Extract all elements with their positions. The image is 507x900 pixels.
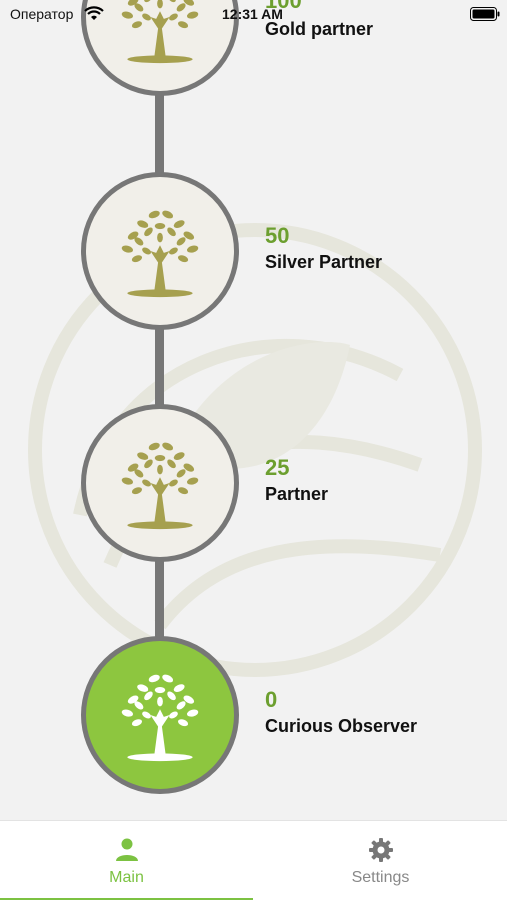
battery-icon xyxy=(470,7,500,21)
status-bar: Оператор 12:31 AM xyxy=(0,0,507,28)
timeline-connector xyxy=(155,559,164,639)
level-node-curious-observer[interactable] xyxy=(81,636,239,794)
tree-icon xyxy=(120,673,200,762)
level-name: Partner xyxy=(265,484,329,504)
timeline-connector xyxy=(155,95,164,175)
level-name: Silver Partner xyxy=(265,252,383,272)
level-points: 0 xyxy=(265,687,278,712)
tree-icon xyxy=(120,441,200,530)
tab-label: Settings xyxy=(351,869,410,886)
tree-icon xyxy=(120,209,200,298)
gear-icon xyxy=(368,838,393,862)
level-points: 25 xyxy=(265,455,290,480)
wifi-icon xyxy=(84,6,104,20)
carrier-name: Оператор xyxy=(10,6,74,22)
level-name: Curious Observer xyxy=(265,716,418,736)
tab-main[interactable]: Main xyxy=(0,821,253,900)
level-points: 50 xyxy=(265,223,290,248)
timeline-connector xyxy=(155,327,164,407)
tab-bar: Main Settings xyxy=(0,820,507,900)
status-time: 12:31 AM xyxy=(222,6,283,22)
person-icon xyxy=(115,838,138,861)
level-name: Gold partner xyxy=(265,19,374,39)
level-node-partner[interactable] xyxy=(81,404,239,562)
level-node-silver[interactable] xyxy=(81,172,239,330)
selected-tab-indicator xyxy=(0,898,253,900)
tab-settings[interactable]: Settings xyxy=(254,821,507,900)
tab-label: Main xyxy=(109,869,144,886)
level-points: 100 xyxy=(265,0,302,13)
